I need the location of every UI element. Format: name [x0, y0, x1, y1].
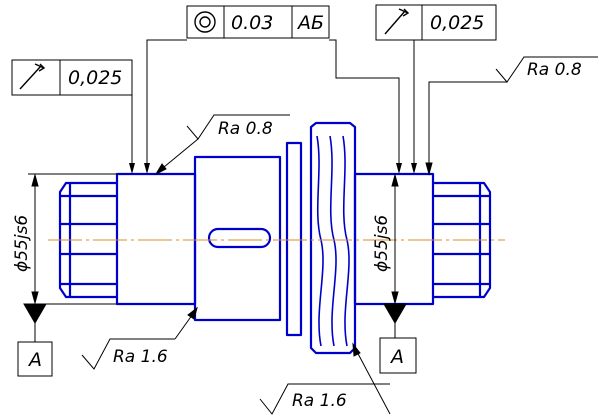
datum-label-left: A — [27, 349, 42, 371]
datum-right — [379, 303, 417, 374]
center-hub — [193, 155, 282, 322]
runout-icon — [19, 63, 46, 90]
roughness-label-right-bottom: Ra 1.6 — [292, 391, 347, 411]
tolerance-leaders — [131, 39, 415, 168]
runout-value-right: 0,025 — [430, 12, 484, 34]
gear-rim — [309, 121, 357, 355]
right-shaft-end — [433, 181, 492, 299]
shaft-assembly — [58, 121, 492, 355]
dimension-right — [391, 173, 399, 305]
diameter-label-left: ϕ55js6 — [12, 215, 32, 272]
keyway — [207, 227, 272, 249]
concentricity-datum: AБ — [296, 12, 324, 34]
runout-frame-right — [375, 4, 497, 41]
roughness-mark-left-top — [154, 114, 290, 176]
roughness-label-left-top: Ra 0.8 — [218, 119, 273, 139]
collar — [285, 141, 303, 337]
annotations — [11, 4, 598, 415]
concentricity-icon — [194, 11, 216, 33]
roughness-label-left-bottom: Ra 1.6 — [113, 347, 168, 367]
concentricity-frame — [186, 5, 330, 39]
roughness-label-right-top: Ra 0.8 — [527, 60, 582, 80]
concentricity-value: 0.03 — [231, 12, 273, 34]
runout-frame-left — [11, 59, 133, 96]
datum-label-right: A — [389, 346, 404, 368]
left-bearing-journal — [115, 172, 197, 306]
roughness-mark-right-bottom — [259, 342, 391, 415]
leader-arrowheads — [129, 163, 417, 174]
runout-icon — [384, 8, 410, 35]
right-bearing-journal — [353, 172, 435, 306]
runout-value-left: 0,025 — [68, 67, 122, 89]
datum-left — [17, 303, 53, 377]
roughness-mark-left-bottom — [81, 306, 198, 370]
diameter-label-right: ϕ55js6 — [372, 215, 392, 272]
roughness-mark-right-top — [425, 56, 598, 176]
